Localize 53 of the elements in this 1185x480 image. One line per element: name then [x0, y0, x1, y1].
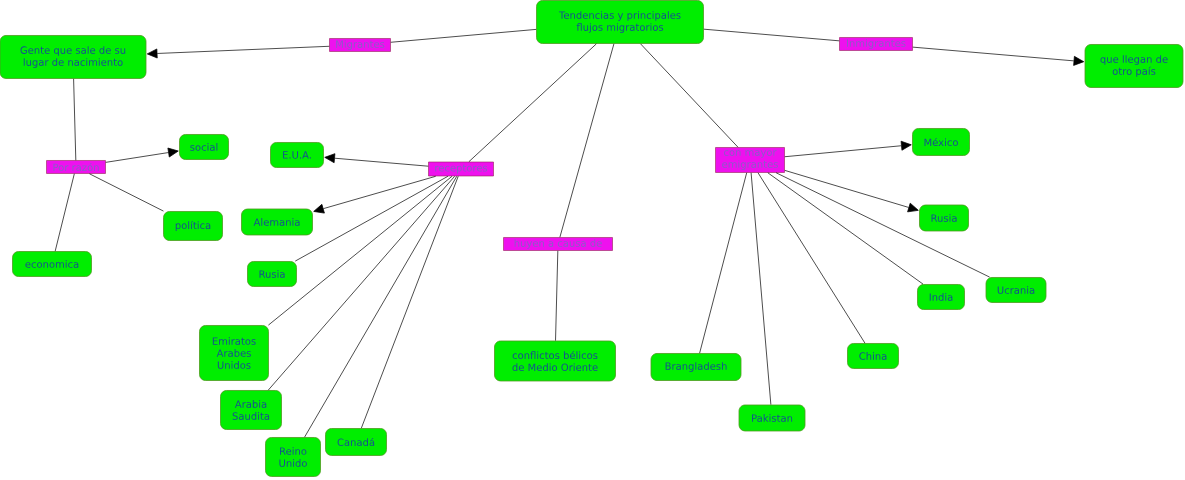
connector-line	[268, 175, 453, 326]
connector-line	[699, 172, 747, 354]
arrow	[146, 45, 330, 59]
link-label-box: receptores	[428, 161, 494, 177]
concept-box: E.U.A.	[270, 142, 324, 168]
concept-box: México	[912, 128, 970, 156]
concept-box: Brangladesh	[650, 353, 742, 381]
arrow	[912, 46, 1085, 66]
concept-box: conflictos bélicos de Medio Oriente	[494, 340, 616, 382]
concept-box: Alemania	[241, 208, 313, 236]
connector-line	[304, 175, 458, 438]
connector-line	[390, 29, 537, 43]
concept-box: Pakistan	[738, 404, 806, 432]
connector-line	[73, 78, 77, 161]
concept-box: economica	[12, 251, 92, 277]
concept-box: que llegan de otro país	[1084, 44, 1184, 88]
connector-line	[361, 175, 459, 429]
link-label-box: Por razón	[46, 160, 106, 174]
concept-box: Reino Unido	[265, 437, 321, 477]
concept-box: Canadá	[325, 428, 387, 456]
concept-box: Gente que sale de su lugar de nacimiento	[0, 35, 147, 79]
link-label-box: Inmigrantes	[839, 37, 913, 51]
concept-box: Arabia Saudita	[220, 390, 282, 430]
connector-line	[703, 28, 840, 42]
concept-box: Ucrania	[985, 277, 1047, 303]
arrow	[105, 147, 179, 163]
connector-line	[468, 43, 597, 163]
arrow	[784, 170, 919, 213]
link-label-box: huyen a causa de	[503, 237, 613, 251]
concept-box: Rusia	[247, 261, 297, 287]
connector-line	[54, 173, 75, 252]
concept-box: India	[917, 284, 965, 310]
connector-line	[757, 172, 866, 344]
concept-box: China	[847, 343, 899, 369]
link-label-box: con mayor emigrantes	[715, 147, 785, 173]
arrow	[784, 140, 912, 158]
connector-line	[640, 43, 739, 148]
concept-box: política	[163, 211, 223, 241]
concept-box: Tendencias y principales flujos migratorios	[536, 0, 704, 44]
arrow	[313, 175, 437, 214]
connector-line	[89, 173, 164, 212]
connector-line	[555, 250, 559, 341]
connector-line	[559, 43, 615, 238]
connector-line	[750, 172, 772, 405]
concept-box: social	[179, 134, 229, 160]
connector-line	[775, 172, 990, 278]
concept-box: Emiratos Arabes Unidos	[199, 325, 269, 381]
link-label-box: Migrantes	[329, 38, 391, 52]
arrow	[324, 153, 429, 167]
connector-line	[267, 175, 455, 391]
connector-line	[767, 172, 924, 285]
connector-line	[294, 175, 449, 262]
concept-box: Rusia	[919, 204, 969, 232]
